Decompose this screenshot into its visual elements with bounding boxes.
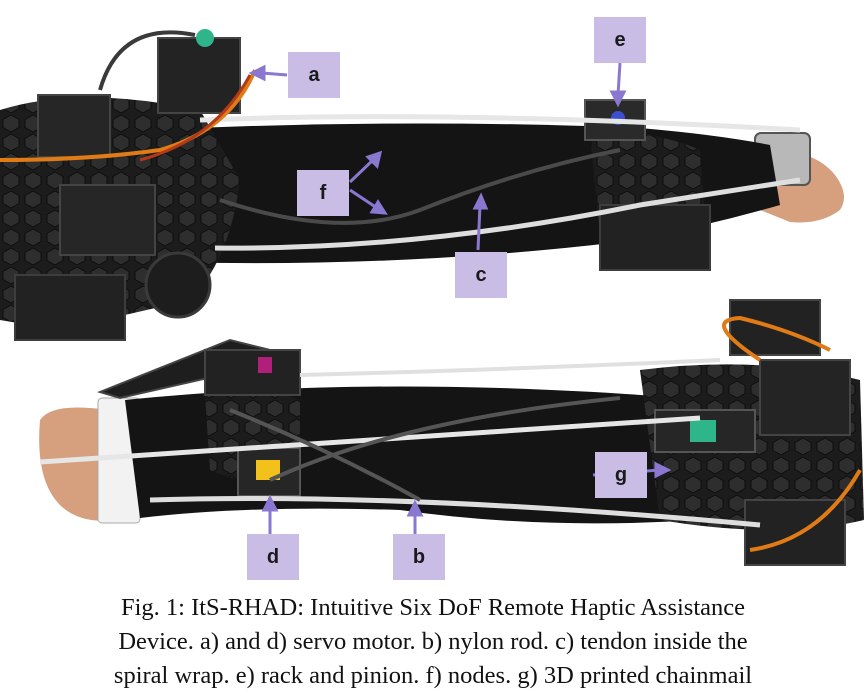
label-a: a xyxy=(288,52,340,98)
device-photo-figure: a e f c g d b xyxy=(0,17,864,580)
top-servo-right xyxy=(599,204,711,271)
bottom-nylon-rod-lower xyxy=(149,495,761,528)
top-servo-bottom-left xyxy=(14,274,126,341)
device-photo xyxy=(0,29,864,566)
bottom-nylon-rod-upper xyxy=(39,415,701,465)
label-g: g xyxy=(595,452,647,498)
label-d: d xyxy=(247,534,299,580)
figure-caption: Fig. 1: ItS-RHAD: Intuitive Six DoF Remo… xyxy=(18,591,848,693)
caption-line-3: spiral wrap. e) rack and pinion. f) node… xyxy=(113,662,753,689)
bottom-tendon xyxy=(229,396,621,502)
top-arm-view xyxy=(0,29,844,341)
top-tendon xyxy=(219,148,621,225)
top-wires xyxy=(0,69,257,162)
top-servo-lower xyxy=(59,184,156,256)
caption-line-2: Device. a) and d) servo motor. b) nylon … xyxy=(118,628,748,655)
label-b: b xyxy=(393,534,445,580)
top-pulley xyxy=(144,251,212,319)
label-c: c xyxy=(455,252,507,298)
caption-line-1: Fig. 1: ItS-RHAD: Intuitive Six DoF Remo… xyxy=(120,594,746,621)
bottom-servo-top xyxy=(204,349,301,396)
top-servo-left xyxy=(37,94,111,158)
label-e: e xyxy=(594,17,646,63)
bottom-servo-right-mid xyxy=(759,359,851,436)
top-nylon-rod-lower xyxy=(214,177,801,251)
top-nylon-rod-upper xyxy=(199,114,801,133)
label-f: f xyxy=(297,170,349,216)
bottom-wires xyxy=(722,315,831,362)
bottom-arm-view xyxy=(39,299,864,566)
top-servo-a xyxy=(157,37,241,114)
